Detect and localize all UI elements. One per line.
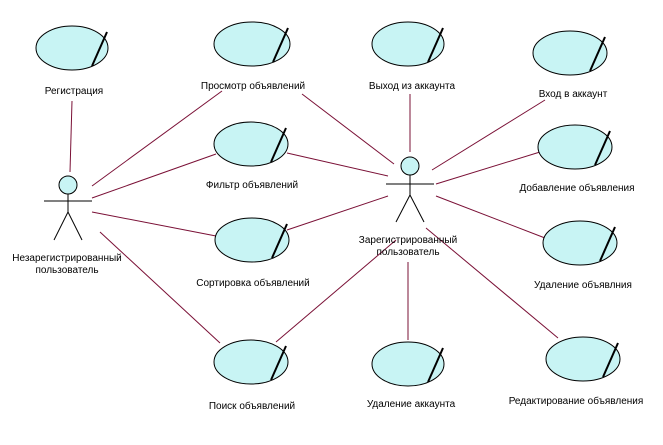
association-user-delete-ad — [435, 195, 546, 239]
usecase-search-ads[interactable]: Поиск объявлений — [209, 339, 295, 412]
pencil-icon — [602, 342, 619, 378]
usecase-delete-ad-label: Удаление объявлния — [534, 279, 632, 291]
usecase-login[interactable]: Вход в аккаунт — [532, 30, 608, 100]
association-lines — [69, 90, 559, 344]
association-user-sort-ads — [286, 195, 389, 231]
usecase-logout[interactable]: Выход из аккаунта — [369, 21, 456, 92]
actor-user-label-line2: пользователь — [376, 247, 439, 258]
actor-guest-label-line1: Незарегистрированный — [12, 253, 122, 264]
pencil-icon — [91, 31, 108, 67]
usecase-login-label: Вход в аккаунт — [539, 89, 608, 100]
usecase-sort-ads-ellipse — [214, 217, 290, 263]
actor-guest-head — [58, 175, 78, 195]
pencil-icon — [594, 130, 611, 166]
association-user-search-ads — [275, 239, 397, 343]
usecase-view-ads[interactable]: Просмотр объявлений — [201, 21, 305, 92]
pencil-icon — [427, 27, 444, 63]
association-user-login — [431, 99, 546, 171]
actor-guest[interactable]: Незарегистрированный пользователь — [12, 175, 122, 276]
pencil-icon — [599, 226, 616, 262]
association-guest-search-ads — [99, 231, 221, 344]
usecase-logout-label: Выход из аккаунта — [369, 81, 456, 92]
usecase-delete-ad[interactable]: Удаление объявлния — [534, 220, 632, 291]
usecase-search-ads-ellipse — [213, 339, 289, 385]
usecase-filter-ads-ellipse — [213, 121, 289, 167]
association-guest-sort-ads — [91, 211, 217, 237]
actor-guest-leg-right — [67, 211, 83, 241]
usecase-registration-ellipse — [35, 25, 109, 71]
pencil-icon — [271, 223, 288, 259]
association-guest-filter-ads — [91, 153, 217, 199]
usecase-logout-ellipse — [371, 21, 445, 67]
actor-guest-leg-left — [53, 211, 69, 241]
usecase-delete-account-label: Удаление аккаунта — [367, 399, 456, 410]
association-guest-view-ads — [91, 90, 223, 187]
actor-user[interactable]: Зарегистрированный пользователь — [359, 156, 457, 258]
usecase-add-ad-ellipse — [537, 124, 613, 170]
usecase-delete-ad-ellipse — [542, 220, 618, 266]
pencil-icon — [272, 27, 289, 63]
actor-user-leg-right — [409, 194, 425, 223]
usecase-sort-ads-label: Сортировка объявлений — [196, 277, 309, 289]
usecase-registration-label: Регистрация — [45, 86, 103, 97]
pencil-icon — [589, 36, 606, 72]
usecase-sort-ads[interactable]: Сортировка объявлений — [196, 217, 310, 289]
association-guest-registration — [69, 100, 73, 173]
usecase-filter-ads-label: Фильтр объявлений — [206, 179, 298, 191]
usecase-add-ad[interactable]: Добавление объявления — [519, 124, 635, 194]
usecase-view-ads-ellipse — [213, 21, 291, 67]
usecase-edit-ads-label: Редактирование объявления — [509, 395, 644, 407]
pencil-icon — [270, 345, 287, 381]
usecase-add-ad-label: Добавление объявления — [519, 182, 634, 194]
actor-user-leg-left — [395, 194, 411, 223]
pencil-icon — [427, 347, 444, 383]
actor-user-label-line1: Зарегистрированный — [359, 235, 457, 246]
association-user-add-ad — [435, 151, 541, 185]
association-user-filter-ads — [286, 152, 389, 177]
actor-user-head — [400, 156, 420, 176]
usecase-delete-account-ellipse — [371, 341, 445, 387]
pencil-icon — [270, 127, 287, 163]
association-user-edit-ads — [425, 227, 559, 339]
usecase-registration[interactable]: Регистрация — [35, 25, 109, 97]
usecase-filter-ads[interactable]: Фильтр объявлений — [206, 121, 298, 191]
usecase-view-ads-label: Просмотр объявлений — [201, 80, 305, 92]
usecase-search-ads-label: Поиск объявлений — [209, 400, 295, 412]
usecase-delete-account[interactable]: Удаление аккаунта — [367, 341, 456, 410]
actor-guest-label-line2: пользователь — [35, 265, 98, 276]
usecase-edit-ads[interactable]: Редактирование объявления — [509, 336, 644, 407]
usecase-edit-ads-ellipse — [545, 336, 621, 382]
association-user-view-ads — [301, 93, 395, 165]
usecase-login-ellipse — [532, 30, 608, 76]
